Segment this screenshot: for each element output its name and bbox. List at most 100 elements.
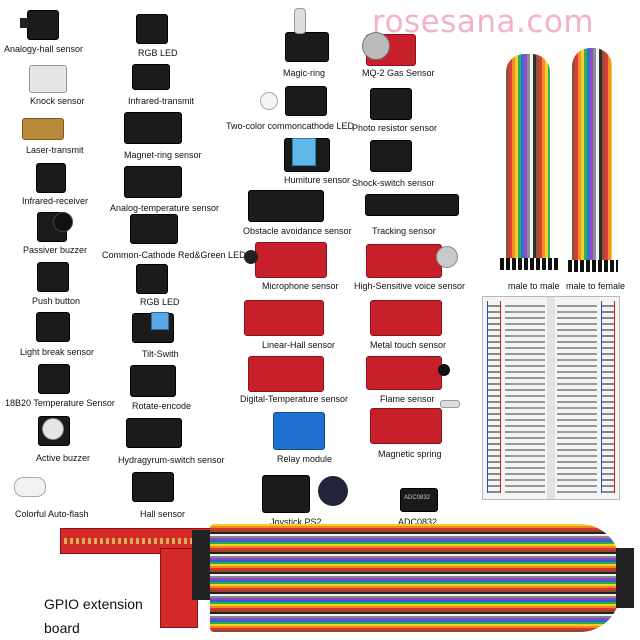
label-male-male: male to male (508, 281, 560, 291)
shock-module (370, 140, 412, 172)
adc-chip: ADC0832 (400, 488, 438, 512)
breadboard-power-rail-right (601, 301, 615, 493)
label-tilt: Tilt-Swith (142, 349, 179, 359)
magnet-ring-module (124, 112, 182, 144)
label-mq2: MQ-2 Gas Sensor (362, 68, 435, 78)
hall-module (132, 472, 174, 502)
label-male-female: male to female (566, 281, 626, 291)
microphone-capsule (244, 250, 258, 264)
label-analog-temp: Analog-temperature sensor (110, 203, 220, 213)
high-sensitive-module (366, 244, 442, 278)
label-push-button: Push button (32, 296, 81, 306)
label-microphone: Microphone sensor (262, 281, 339, 291)
label-obstacle: Obstacle avoidance sensor (243, 226, 352, 236)
label-adc: ADC0832 (398, 517, 438, 527)
auto-flash-led (14, 477, 46, 497)
label-ir-receiver: Infrared-receiver (22, 196, 89, 206)
breadboard-center-channel (547, 297, 555, 499)
relay-module (273, 412, 325, 450)
flame-ir-led (438, 364, 450, 376)
label-tracking: Tracking sensor (372, 226, 436, 236)
breadboard-grid-left (505, 301, 545, 493)
jumper-wires-male-female (572, 48, 612, 266)
active-buzzer-disc (42, 418, 64, 440)
common-cathode-module (130, 214, 178, 244)
push-button-module (37, 262, 69, 292)
label-digital-temp: Digital-Temperature sensor (240, 394, 349, 404)
gpio-connector (192, 530, 210, 600)
gpio-board-stem (160, 548, 198, 628)
digital-temp-module (248, 356, 324, 392)
magnetic-spring-module (370, 408, 442, 444)
label-ir-transmit: Infrared-transmit (128, 96, 195, 106)
ribbon-connector-end (616, 548, 634, 608)
label-passive-buzzer: Passiver buzzer (23, 245, 88, 255)
label-magnetic-spring: Magnetic spring (378, 449, 442, 459)
label-magnet-ring: Magnet-ring sensor (124, 150, 202, 160)
obstacle-module (248, 190, 324, 222)
label-gpio-line2: board (44, 620, 80, 636)
tilt-switch (151, 312, 169, 330)
rgb-led-module-1 (136, 14, 168, 44)
tracking-module (365, 194, 459, 216)
label-laser: Laser-transmit (26, 145, 84, 155)
magic-ring-ball (294, 8, 306, 34)
adc-chip-marking: ADC0832 (404, 495, 431, 501)
light-break-module (36, 312, 70, 342)
mic-capsule-large (436, 246, 458, 268)
photo-resistor-module (370, 88, 412, 120)
ribbon-cable (210, 524, 620, 632)
hall-chip (20, 18, 28, 28)
label-hall: Hall sensor (140, 509, 186, 519)
flame-module (366, 356, 442, 390)
microphone-module (255, 242, 327, 278)
label-analogy-hall: Analogy-hall sensor (4, 44, 84, 54)
label-shock: Shock-switch sensor (352, 178, 435, 188)
label-hydrargyrum: Hydragyrum-switch sensor (118, 455, 225, 465)
breadboard-grid-right (557, 301, 597, 493)
breadboard (482, 296, 620, 500)
analogy-hall-module (27, 10, 59, 40)
label-gpio-line1: GPIO extension (44, 596, 143, 612)
knock-module (29, 65, 67, 93)
buzzer-disc (53, 212, 73, 232)
label-common-cathode: Common-Cathode Red&Green LED (102, 250, 246, 260)
label-knock: Knock sensor (30, 96, 85, 106)
jumper-wires-male-male (506, 54, 550, 264)
hydrargyrum-module (126, 418, 182, 448)
jumper-connectors-mm (500, 258, 558, 270)
label-flame: Flame sensor (380, 394, 435, 404)
label-rotate: Rotate-encode (132, 401, 192, 411)
label-rgb-led-1: RGB LED (138, 48, 178, 58)
rotate-encode-module (130, 365, 176, 397)
laser-module (22, 118, 64, 140)
label-active-buzzer: Active buzzer (36, 453, 91, 463)
metal-touch-module (370, 300, 442, 336)
label-light-break: Light break sensor (20, 347, 95, 357)
reed-switch (440, 400, 460, 408)
ds18b20-module (38, 364, 70, 394)
magic-ring-module (285, 32, 329, 62)
label-ds18b20: 18B20 Temperature Sensor (5, 398, 115, 408)
label-photo-resistor: Photo resistor sensor (352, 123, 438, 133)
label-rgb-led-2: RGB LED (140, 297, 180, 307)
label-magic-ring: Magic-ring (283, 68, 326, 78)
mq2-sensor-head (362, 32, 390, 60)
two-color-led (260, 92, 278, 110)
label-metal-touch: Metal touch sensor (370, 340, 447, 350)
analog-temp-module (124, 166, 182, 198)
label-relay: Relay module (277, 454, 333, 464)
joystick-module (262, 475, 310, 513)
joystick-cap (318, 476, 348, 506)
two-color-module (285, 86, 327, 116)
label-high-sensitive: High-Sensitive voice sensor (354, 281, 466, 291)
ir-transmit-module (132, 64, 170, 90)
linear-hall-module (244, 300, 324, 336)
label-joystick: Joystick PS2 (270, 517, 322, 527)
label-auto-flash: Colorful Auto-flash (15, 509, 89, 519)
dht-sensor (292, 138, 316, 166)
label-humiture: Humiture sensor (284, 175, 351, 185)
breadboard-power-rail-left (487, 301, 501, 493)
label-linear-hall: Linear-Hall sensor (262, 340, 336, 350)
jumper-connectors-mf (568, 260, 618, 272)
